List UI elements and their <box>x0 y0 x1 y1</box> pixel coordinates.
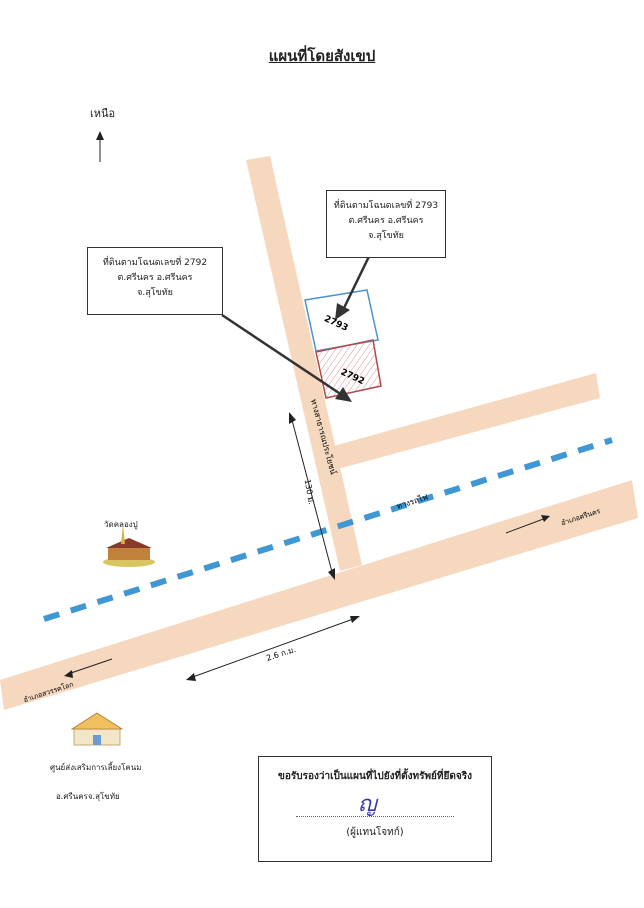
vertical-road <box>246 156 362 571</box>
page-title: แผนที่โดยสังเขป <box>268 47 376 65</box>
temple-label: วัดคลองปู <box>104 520 138 529</box>
arrowhead-sawankhalok <box>64 670 73 678</box>
dim-arrow-right <box>350 616 360 623</box>
dimension-130m <box>291 419 333 573</box>
plot-2792-line2: ต.ศรีนคร อ.ศรีนคร <box>117 273 193 283</box>
east-road <box>330 373 600 470</box>
plot-2792-line3: จ.สุโขทัย <box>137 288 173 298</box>
parcel-2793 <box>304 289 379 352</box>
signature-mark: ญ <box>358 792 377 817</box>
distance-130m-label: 130 ม. <box>303 479 316 506</box>
dimension-26km <box>189 617 357 679</box>
pointer-arrowhead-2793 <box>335 303 350 320</box>
plot-2793-line3: จ.สุโขทัย <box>368 231 404 241</box>
railway-line <box>43 437 613 622</box>
arrow-to-srinakhon <box>505 517 547 534</box>
distance-26km-label: 2.6 ก.ม. <box>265 645 297 663</box>
north-label: เหนือ <box>90 107 116 120</box>
main-highway <box>0 480 638 710</box>
signer-role: (ผู้แทนโจทก์) <box>346 827 404 838</box>
plot-2792-line1: ที่ดินตามโฉนดเลขที่ 2792 <box>102 258 208 268</box>
building-icon <box>70 712 124 746</box>
certification-box: ขอรับรองว่าเป็นแผนที่ไปยังที่ตั้งทรัพย์ท… <box>258 756 492 862</box>
dim-arrow-bottom <box>328 568 335 580</box>
plot-2792-infobox: ที่ดินตามโฉนดเลขที่ 2792 ต.ศรีนคร อ.ศรีน… <box>87 247 223 315</box>
plot-2793-infobox: ที่ดินตามโฉนดเลขที่ 2793 ต.ศรีนคร อ.ศรีน… <box>326 190 446 258</box>
plot-2793-line1: ที่ดินตามโฉนดเลขที่ 2793 <box>333 201 439 211</box>
railway-label: ทางรถไฟ <box>395 492 429 511</box>
pointer-arrow-2792 <box>221 313 343 397</box>
arrowhead-srinakhon <box>541 515 550 522</box>
center-label-2: อ.ศรีนครจ.สุโขทัย <box>56 792 120 801</box>
center-label-1: ศูนย์ส่งเสริมการเลี้ยงโคนม <box>50 763 142 772</box>
arrow-to-sawankhalok <box>67 658 113 675</box>
dim-arrow-left <box>186 673 196 681</box>
certification-statement: ขอรับรองว่าเป็นแผนที่ไปยังที่ตั้งทรัพย์ท… <box>278 771 472 782</box>
pointer-arrowhead-2792 <box>335 387 352 402</box>
temple-icon <box>103 524 155 567</box>
dim-arrow-top <box>289 412 296 424</box>
signature-line: ญ <box>296 792 454 817</box>
plot-2793-line2: ต.ศรีนคร อ.ศรีนคร <box>348 216 424 226</box>
north-arrowhead-icon <box>96 131 104 140</box>
